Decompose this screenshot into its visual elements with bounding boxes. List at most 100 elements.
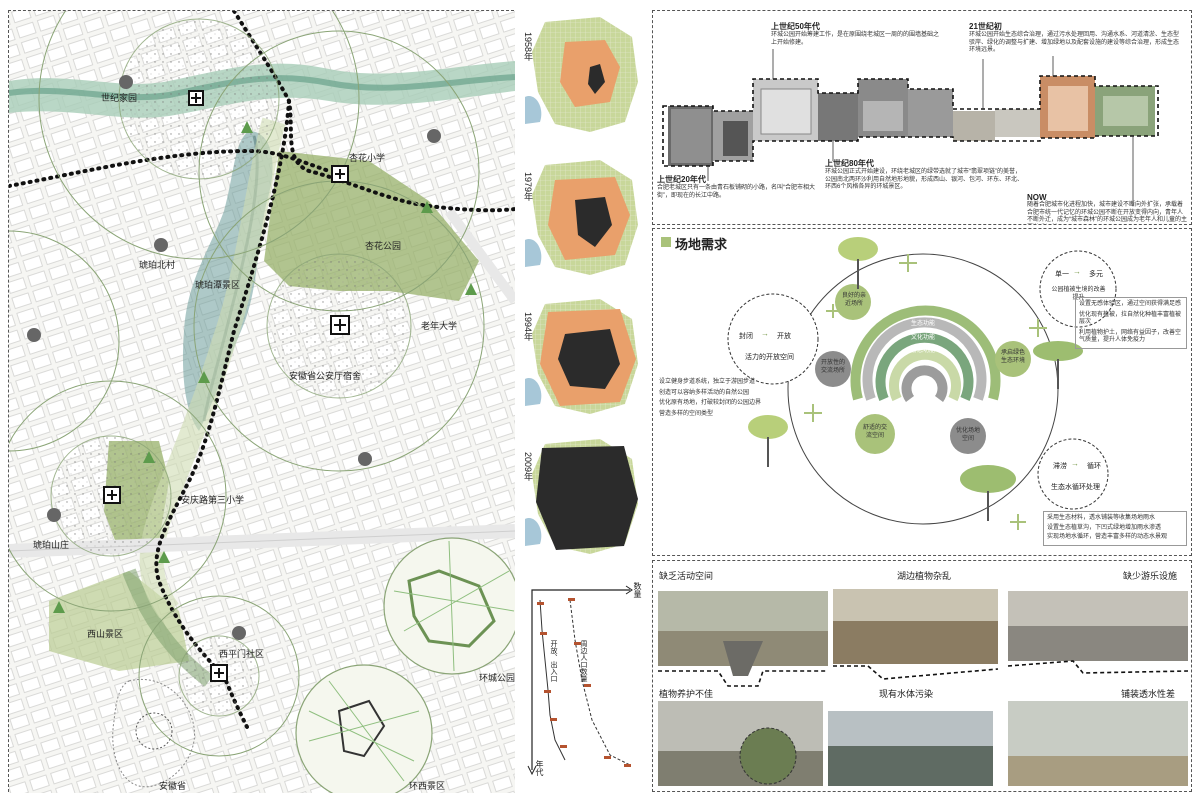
problem-caption-2: 湖边植物杂乱: [897, 571, 952, 581]
history-item-1950s: 上世纪50年代 环城公园开始筹建工作，是在原围绕老城区一周的的围墙基础之上开始修…: [771, 21, 941, 47]
history-text-1950s: 环城公园开始筹建工作，是在原围绕老城区一周的的围墙基础之上开始修建。: [771, 32, 940, 46]
node-label-2: 开放性的交流场所: [820, 360, 845, 374]
year-2009: 2009年: [523, 452, 533, 482]
ring-park-inset: [383, 537, 515, 675]
bubble-arrow-1: →: [761, 329, 769, 338]
plus-signs: [804, 254, 1047, 530]
history-item-2000s: 21世纪初 环城公园开始生态综合治理，通过污水处理回用、沟通水系、河道清淤、生态…: [969, 21, 1184, 55]
ring-label-1: 生态功能: [911, 321, 936, 327]
bottom-note-1: 采用生态材料，透水铺装等收集场地雨水: [1047, 515, 1156, 521]
history-panel: 上世纪50年代 环城公园开始筹建工作，是在原围绕老城区一周的的围墙基础之上开始修…: [652, 10, 1192, 225]
big-orbit: [787, 253, 1059, 525]
anhui-outline: [112, 679, 196, 788]
label-xishan: 西山景区: [87, 629, 124, 639]
map-1979: [525, 160, 638, 275]
label-hupo-villa: 琥珀山庄: [33, 540, 70, 550]
year-1994: 1994年: [523, 312, 533, 342]
dashed-bubbles: [727, 250, 1117, 510]
left-note-3: 优化原有场地，打破较封闭的公园边界: [659, 400, 762, 406]
node-label-3: 舒适的交流空间: [862, 425, 887, 439]
bottom-notes: 采用生态材料，透水铺装等收集场地雨水 设置生态植草沟，下凹式绿地增加雨水渗透 实…: [1043, 511, 1187, 546]
buffer-circle: [38, 11, 360, 260]
label-xinghua-park: 杏花公园: [365, 241, 402, 251]
history-text-1920s: 合肥老城区只有一条由青石板铺砌的小路，名叫“合肥市相大街”，即现在的长江中路。: [657, 185, 815, 199]
map-2009: [525, 439, 638, 554]
bubble-vital: 活力的开放空间: [745, 354, 794, 361]
history-title-1950s: 上世纪50年代: [771, 22, 820, 31]
bubble-single: 单一: [1055, 271, 1069, 278]
year-1958: 1958年: [523, 32, 533, 62]
site-map-panel: 世纪家园 杏花小学 杏花公园 琥珀北村 琥珀潭景区 老年大学 安徽省公安厅宿舍 …: [8, 10, 516, 793]
history-item-1920s: 上世纪20年代 合肥老城区只有一条由青石板铺砌的小路，名叫“合肥市相大街”，即现…: [657, 174, 822, 200]
bubble-cycle: 循环: [1087, 463, 1101, 470]
history-title-1980s: 上世纪80年代: [825, 159, 874, 168]
problem-caption-6: 铺装透水性差: [1121, 689, 1176, 699]
label-hupo-pool: 琥珀潭景区: [195, 280, 241, 290]
map-1994: [525, 299, 638, 414]
label-xipingmen: 西平门社区: [219, 649, 265, 659]
history-item-1980s: 上世纪80年代 环城公园正式开始建设，环绕老城区的绿带选就了城市“翡翠项链”的美…: [825, 158, 1025, 192]
timeline-maps: 1958年 1979年 1994年 2009年: [520, 12, 650, 577]
label-elderly-univ: 老年大学: [421, 321, 458, 331]
problem-caption-3: 缺少游乐设施: [1123, 571, 1178, 581]
chart-series2: 开放、出入口: [550, 640, 557, 682]
ring-label-3: 游憩功能: [911, 348, 936, 354]
right-note-3: 利用植物护土，网络有益因子，改善空气质量，提升人体免疫力: [1079, 329, 1182, 344]
right-note-2: 优化现有植被，拉自然化种植丰富植被层次: [1079, 311, 1182, 326]
needs-panel: 场地需求: [652, 228, 1192, 556]
huanxi-inset: [295, 664, 433, 793]
bubble-cycle-text: 生态水循环处理: [1051, 484, 1100, 491]
label-hupo-north: 琥珀北村: [139, 260, 176, 270]
concentric-rings: [850, 305, 1001, 402]
label-century-home: 世纪家园: [101, 93, 138, 103]
trend-chart: 数量 年代 周边人口数量 开放、出入口: [520, 580, 650, 790]
bubble-open: 开放: [777, 333, 791, 340]
node-label-4: 优化场地空间: [955, 428, 980, 442]
history-title-now: NOW: [1027, 193, 1047, 202]
label-anqing-school: 安庆路第三小学: [181, 495, 245, 505]
left-notes: 设立健身步道系统，独立于游园步道 创造可以容纳多样活动的自然公园 优化原有场地，…: [659, 379, 764, 418]
ring-label-2: 文化功能: [911, 335, 936, 341]
bubble-diverse: 多元: [1089, 271, 1103, 278]
problem-caption-4: 植物养护不佳: [659, 689, 714, 699]
site-map: [9, 11, 515, 793]
history-title-1920s: 上世纪20年代: [657, 175, 706, 184]
bubble-closed: 封闭: [739, 333, 753, 340]
label-police-dorm: 安徽省公安厅宿舍: [289, 371, 362, 381]
history-item-now: NOW 随着合肥城市化进程加快，城市建设不断向外扩张，承载着合肥市统一代记忆的环…: [1027, 193, 1187, 224]
right-notes: 设置无感体验区，通过空间获得满足感 优化现有植被，拉自然化种植丰富植被层次 利用…: [1075, 297, 1187, 349]
history-text-1980s: 环城公园正式开始建设，环绕老城区的绿带选就了城市“翡翠项链”的美誉，公园南北两环…: [825, 169, 1024, 190]
left-note-1: 设立健身步道系统，独立于游园步道: [659, 379, 756, 385]
history-text-now: 随着合肥城市化进程加快，城市建设不断向外扩张，承载着合肥市统一代记忆的环城公园不…: [1027, 202, 1187, 223]
house-icons: [27, 75, 441, 640]
history-photo-strip: [668, 76, 1155, 166]
needs-title-marker: [661, 237, 671, 247]
left-note-4: 营造多样的空间类型: [659, 410, 714, 417]
entrance-markers: [103, 90, 350, 682]
year-1979: 1979年: [523, 172, 533, 202]
history-title-2000s: 21世纪初: [969, 22, 1002, 31]
bottom-note-3: 实现场地水循环，营造丰富多样的动态水景观: [1047, 534, 1168, 540]
bubble-arrow-3: →: [1071, 459, 1079, 468]
map-1958: [525, 17, 638, 132]
chart-x-label: 数量: [633, 582, 642, 598]
label-xinghua-school: 杏花小学: [349, 153, 386, 163]
bubble-stagnant: 滞涝: [1053, 463, 1067, 470]
label-ring-park: 环城公园: [479, 673, 516, 683]
problems-panel: 缺乏活动空间 湖边植物杂乱 缺少游乐设施 植物养护不佳 现有水体污染 铺装透水性…: [652, 560, 1192, 792]
node-label-1: 良好的亲近场所: [841, 293, 866, 307]
problem-caption-1: 缺乏活动空间: [659, 571, 714, 581]
series-line-dashed: [569, 599, 631, 766]
left-note-2: 创造可以容纳多样活动的自然公园: [659, 389, 750, 396]
bottom-note-2: 设置生态植草沟，下凹式绿地增加雨水渗透: [1047, 524, 1162, 531]
problem-caption-5: 现有水体污染: [879, 689, 934, 699]
bubble-arrow-2: →: [1073, 267, 1081, 276]
tree-illustrations: [748, 237, 1083, 521]
chart-series1: 周边人口数量: [580, 640, 587, 682]
problem-photos: [658, 589, 1188, 786]
history-text-2000s: 环城公园开始生态综合治理，通过污水处理回用、沟通水系、河道清淤、生态型驳岸、绿化…: [969, 32, 1180, 53]
needs-title: 场地需求: [675, 237, 728, 252]
chart-y-label: 年代: [535, 760, 544, 776]
right-note-1: 设置无感体验区，通过空间获得满足感: [1079, 301, 1182, 307]
label-huanxi: 环西景区: [409, 781, 446, 791]
